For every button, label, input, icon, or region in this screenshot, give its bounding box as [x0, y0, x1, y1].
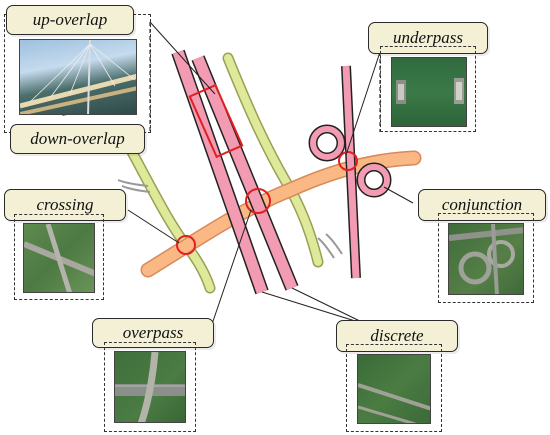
leader-lines	[127, 21, 414, 331]
up-overlap-label: up-overlap	[6, 5, 134, 35]
loop-upper	[310, 126, 344, 160]
down-overlap-label: down-overlap	[10, 124, 145, 154]
crossing-frame	[14, 214, 104, 300]
loop-lower	[358, 164, 390, 196]
overpass-roads	[115, 352, 185, 422]
overpass-highlight	[245, 188, 271, 214]
overpass-label: overpass	[92, 318, 214, 348]
underpass-thumbnail	[391, 57, 467, 127]
crossing-label: crossing	[4, 189, 126, 221]
crossing-thumbnail	[23, 223, 95, 293]
underpass-structure	[396, 78, 464, 104]
grey-stub-3	[317, 237, 335, 259]
pink-road-2	[192, 55, 298, 291]
discrete-label: discrete	[336, 320, 458, 352]
grey-stub-2	[121, 185, 151, 193]
conjunction-roads	[449, 224, 523, 294]
discrete-roads	[358, 383, 430, 423]
pink-road-3	[342, 65, 360, 279]
bridge-structure	[20, 40, 136, 114]
bridge-photo	[19, 39, 137, 115]
discrete-thumbnail	[357, 354, 431, 424]
green-road-right	[224, 54, 322, 266]
grey-stub-1	[117, 179, 149, 187]
crossing-roads	[24, 224, 94, 292]
conjunction-label: conjunction	[418, 189, 546, 221]
crossing-highlight	[176, 235, 196, 255]
overlap-frame	[4, 14, 151, 133]
pink-road-1	[172, 50, 268, 294]
discrete-frame	[346, 344, 442, 432]
underpass-highlight	[338, 151, 358, 171]
overpass-frame	[104, 342, 196, 432]
underpass-label: underpass	[368, 22, 488, 54]
grey-stub-4	[325, 233, 343, 255]
conjunction-thumbnail	[448, 223, 524, 295]
conjunction-frame	[438, 213, 534, 303]
overlap-highlight-box	[188, 83, 244, 159]
overpass-thumbnail	[114, 351, 186, 423]
underpass-frame	[380, 46, 476, 132]
